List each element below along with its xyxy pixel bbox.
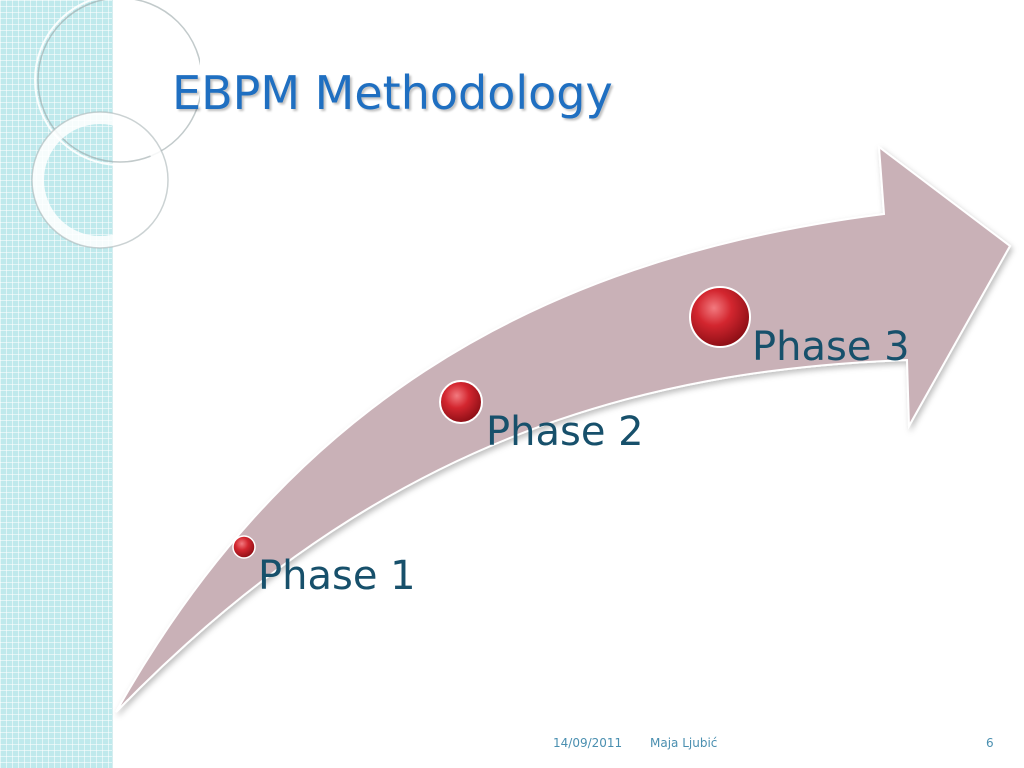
phase-3-label: Phase 3 [752,324,910,370]
phase-1-label: Phase 1 [258,553,416,599]
ring-decoration-icon [31,0,200,249]
footer-date: 14/09/2011 [553,736,623,750]
phase-2-marker-icon [439,380,483,424]
phase-3-marker-icon [689,286,751,348]
footer-author: Maja Ljubić [650,736,718,750]
phase-2-label: Phase 2 [486,409,644,455]
slide-title: EBPM Methodology [172,66,613,120]
arrow-body [115,144,1012,713]
page-number: 6 [986,736,994,750]
phase-1-marker-icon [232,535,256,559]
